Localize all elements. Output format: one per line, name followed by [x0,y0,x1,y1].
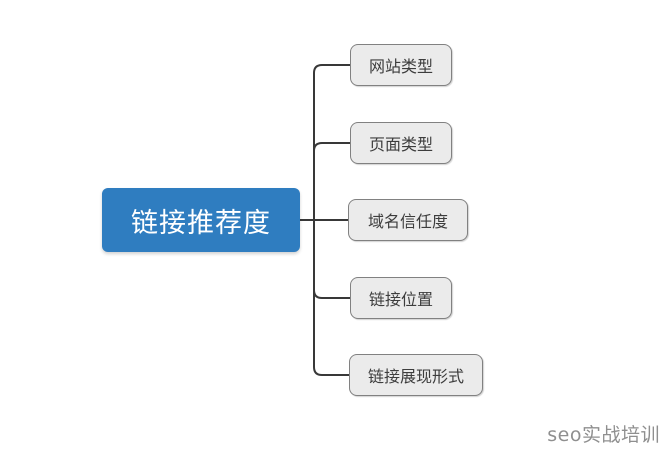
child-node-link-position[interactable]: 链接位置 [350,277,452,319]
connector-branch-4 [313,219,352,299]
child-node-label: 页面类型 [368,135,433,154]
root-node[interactable]: 链接推荐度 [102,188,300,252]
child-node-domain-trust[interactable]: 域名信任度 [348,199,468,241]
root-node-label: 链接推荐度 [131,207,271,239]
connector-branch-1 [313,64,352,221]
connector-branch-2 [313,142,352,221]
child-node-label: 域名信任度 [367,212,448,231]
child-node-website-type[interactable]: 网站类型 [350,44,452,86]
watermark-text: seo实战培训 [547,424,660,446]
child-node-page-type[interactable]: 页面类型 [350,122,452,164]
child-node-label: 链接位置 [368,290,433,309]
child-node-link-display-form[interactable]: 链接展现形式 [349,354,483,396]
connector-branch-5 [313,219,352,376]
child-node-label: 网站类型 [368,57,433,76]
child-node-label: 链接展现形式 [367,367,464,386]
